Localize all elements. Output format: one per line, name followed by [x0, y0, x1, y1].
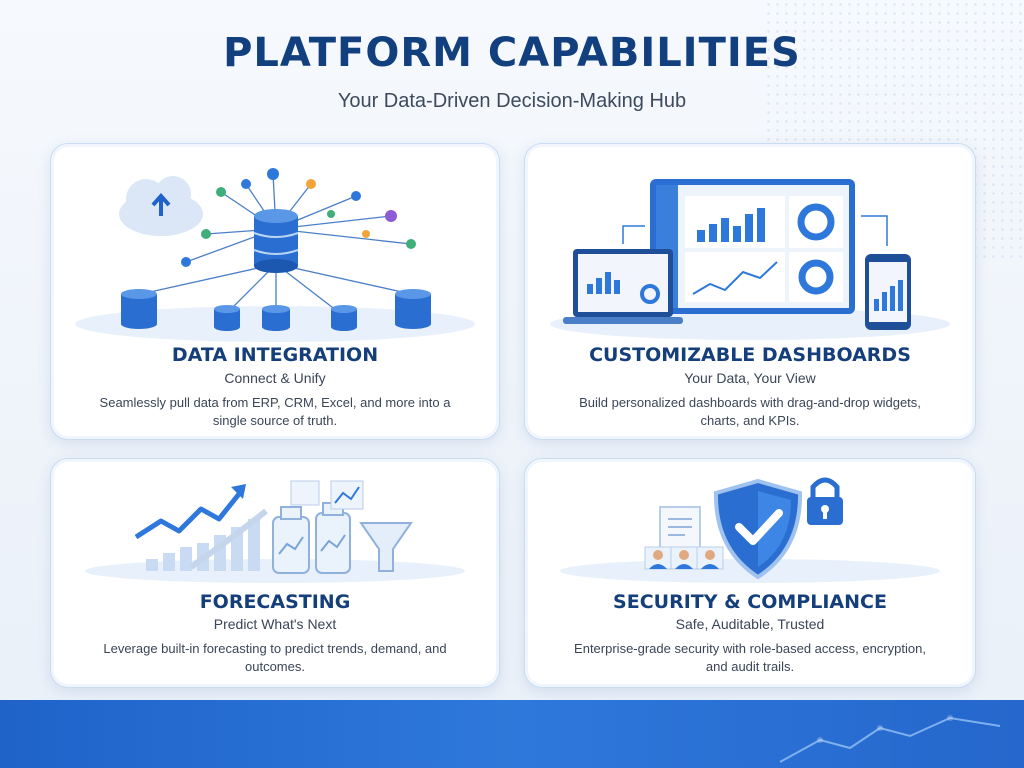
card-data-integration: DATA INTEGRATION Connect & Unify Seamles… — [50, 143, 500, 440]
page-title: PLATFORM CAPABILITIES — [223, 30, 801, 76]
footer-trend-line — [779, 715, 1001, 763]
dashboards-illustration — [550, 179, 950, 340]
card-tagline: Safe, Auditable, Trusted — [675, 616, 825, 632]
card-description: Seamlessly pull data from ERP, CRM, Exce… — [99, 395, 451, 428]
forecasting-illustration — [85, 480, 465, 583]
padlock-icon — [807, 477, 843, 525]
shield-check-icon — [713, 478, 803, 580]
card-description: Leverage built-in forecasting to predict… — [103, 641, 447, 674]
card-tagline: Your Data, Your View — [684, 370, 816, 386]
funnel-icon — [359, 522, 413, 572]
phone-icon — [865, 254, 911, 330]
card-title: SECURITY & COMPLIANCE — [613, 591, 887, 613]
trend-arrow-icon — [134, 487, 245, 540]
card-title: FORECASTING — [199, 591, 351, 613]
footer-banner — [0, 700, 1024, 768]
cloud-upload-icon — [119, 176, 203, 236]
monitor-icon — [650, 179, 855, 314]
card-description: Build personalized dashboards with drag-… — [579, 395, 921, 428]
database-icon — [121, 289, 431, 331]
card-title: DATA INTEGRATION — [171, 344, 379, 366]
card-description: Enterprise-grade security with role-base… — [574, 641, 926, 674]
security-illustration — [560, 477, 940, 583]
card-title: CUSTOMIZABLE DASHBOARDS — [589, 344, 911, 366]
data-integration-illustration — [75, 168, 475, 342]
card-customizable-dashboards: CUSTOMIZABLE DASHBOARDS Your Data, Your … — [524, 143, 976, 440]
laptop-icon — [563, 249, 683, 324]
page-subtitle: Your Data-Driven Decision-Making Hub — [337, 90, 687, 112]
user-group-icon — [644, 546, 724, 570]
card-security-compliance: SECURITY & COMPLIANCE Safe, Auditable, T… — [524, 458, 976, 688]
central-database-icon — [253, 209, 299, 273]
card-tagline: Predict What's Next — [213, 616, 337, 632]
card-tagline: Connect & Unify — [224, 370, 326, 386]
card-forecasting: FORECASTING Predict What's Next Leverage… — [50, 458, 500, 688]
